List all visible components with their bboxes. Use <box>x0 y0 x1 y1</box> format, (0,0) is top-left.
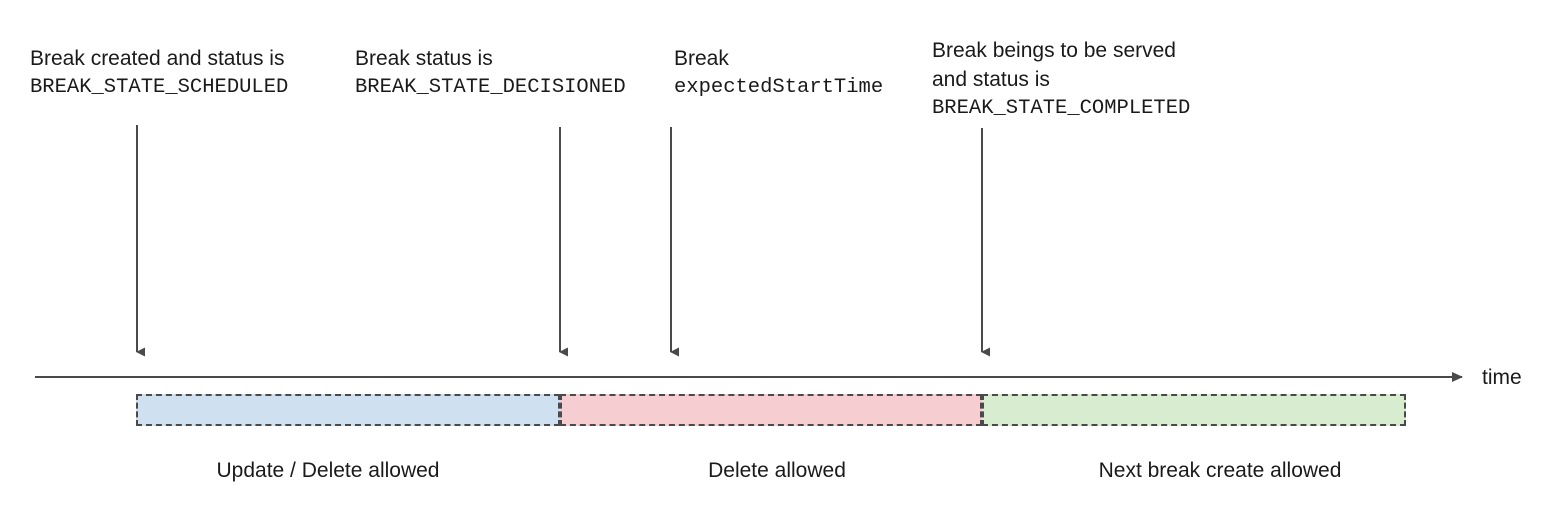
annotation-expected-start-time-line-2: expectedStartTime <box>674 76 884 99</box>
phase-bar-next-break <box>982 394 1406 426</box>
phase-caption-delete: Delete allowed <box>708 459 846 482</box>
annotation-completed-line-2: and status is <box>932 68 1050 91</box>
annotation-decisioned-line-1: Break status is <box>355 47 493 70</box>
phase-caption-update-delete: Update / Delete allowed <box>216 459 440 482</box>
annotation-scheduled-line-2: BREAK_STATE_SCHEDULED <box>30 76 289 99</box>
annotation-expected-start-time: Break expectedStartTime <box>674 44 883 102</box>
phase-bar-update-delete <box>136 394 560 426</box>
annotation-expected-start-time-line-1: Break <box>674 47 729 70</box>
annotation-completed-line-1: Break beings to be served <box>932 39 1176 62</box>
annotation-scheduled-line-1: Break created and status is <box>30 47 285 70</box>
annotation-scheduled: Break created and status is BREAK_STATE_… <box>30 44 288 102</box>
annotation-completed: Break beings to be served and status is … <box>932 36 1190 123</box>
annotation-decisioned: Break status is BREAK_STATE_DECISIONED <box>355 44 626 102</box>
annotation-completed-line-3: BREAK_STATE_COMPLETED <box>932 97 1191 120</box>
annotation-decisioned-line-2: BREAK_STATE_DECISIONED <box>355 76 626 99</box>
phase-caption-next-break: Next break create allowed <box>1098 459 1342 482</box>
phase-bar-delete <box>560 394 982 426</box>
time-axis-label: time <box>1482 366 1522 389</box>
